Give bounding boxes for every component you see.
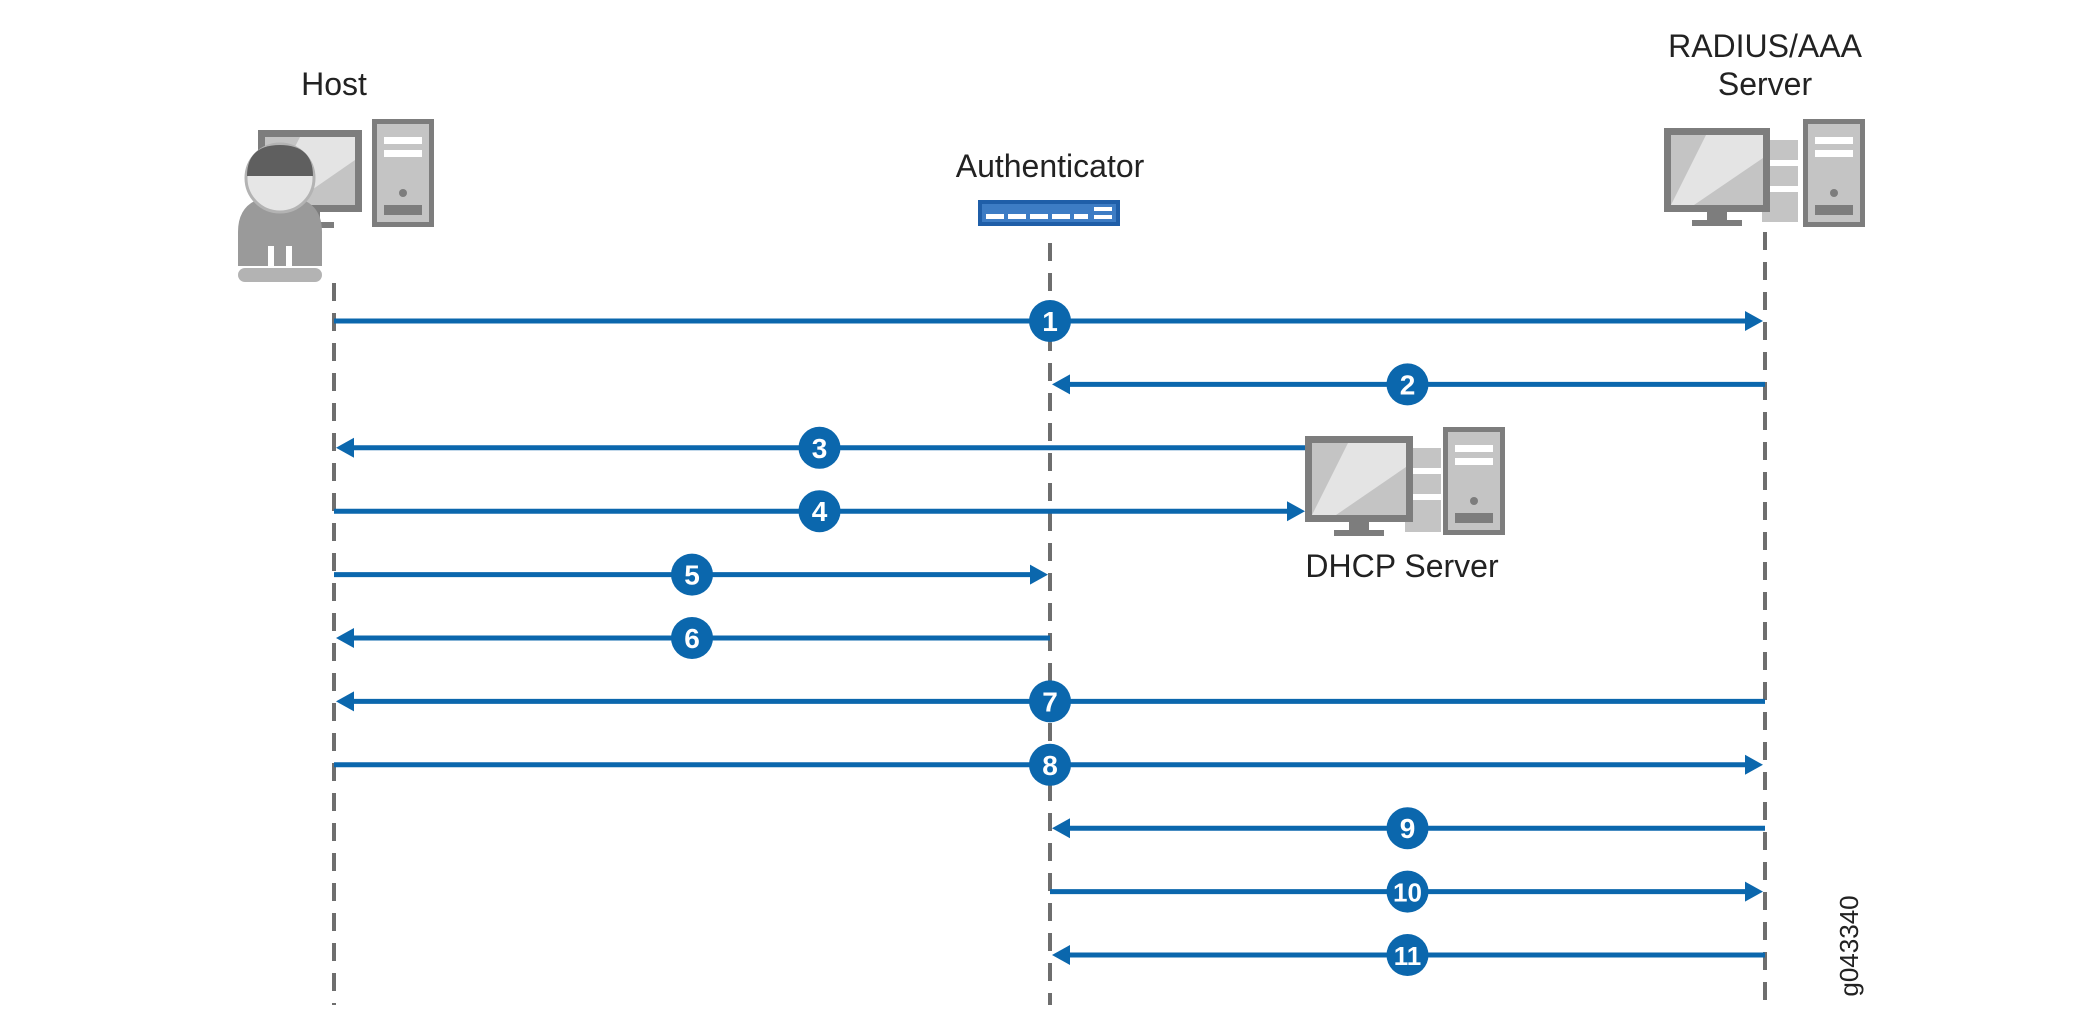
message-9-number: 9: [1400, 813, 1416, 844]
radius-server-icon: [1664, 119, 1865, 227]
dhcp-server-icon: [1305, 427, 1505, 536]
message-4-arrowhead: [1287, 501, 1305, 522]
message-1-arrowhead: [1745, 311, 1763, 331]
message-2-badge: [1386, 363, 1429, 406]
switch-icon: [978, 200, 1120, 226]
message-7-badge: [1029, 680, 1071, 723]
message-6-arrowhead: [336, 628, 354, 648]
host-label: Host: [301, 66, 367, 102]
message-6-badge: [671, 617, 713, 659]
message-11-badge: [1386, 934, 1429, 976]
message-8-badge: [1029, 743, 1071, 786]
message-7-arrowhead: [336, 691, 354, 712]
message-8-number: 8: [1042, 750, 1058, 781]
message-9-arrowhead: [1052, 818, 1070, 839]
radius-label-line1: RADIUS/AAA: [1668, 28, 1862, 64]
message-1-badge: [1029, 300, 1071, 342]
message-3-number: 3: [812, 433, 828, 464]
message-2-arrowhead: [1052, 374, 1070, 395]
message-3-arrowhead: [336, 437, 354, 458]
message-5-arrowhead: [1030, 564, 1048, 585]
message-7-number: 7: [1042, 686, 1058, 717]
radius-label-line2: Server: [1718, 66, 1813, 102]
message-9-badge: [1386, 807, 1429, 850]
message-6-number: 6: [684, 623, 700, 654]
message-3-badge: [798, 426, 841, 469]
dhcp-label: DHCP Server: [1305, 548, 1499, 584]
message-2-number: 2: [1400, 369, 1416, 400]
message-10-arrowhead: [1745, 881, 1763, 902]
message-10-badge: [1386, 870, 1429, 913]
message-5-number: 5: [684, 560, 700, 591]
message-10-number: 10: [1393, 878, 1422, 908]
message-4-badge: [798, 490, 841, 533]
figure-id: g043340: [1834, 895, 1864, 996]
message-11-arrowhead: [1052, 945, 1070, 965]
authenticator-label: Authenticator: [956, 148, 1145, 184]
host-user-icon: [238, 119, 434, 282]
message-11-number: 11: [1394, 941, 1422, 971]
message-1-number: 1: [1042, 306, 1058, 337]
message-8-arrowhead: [1745, 754, 1763, 775]
message-4-number: 4: [812, 496, 828, 527]
message-5-badge: [671, 553, 713, 596]
